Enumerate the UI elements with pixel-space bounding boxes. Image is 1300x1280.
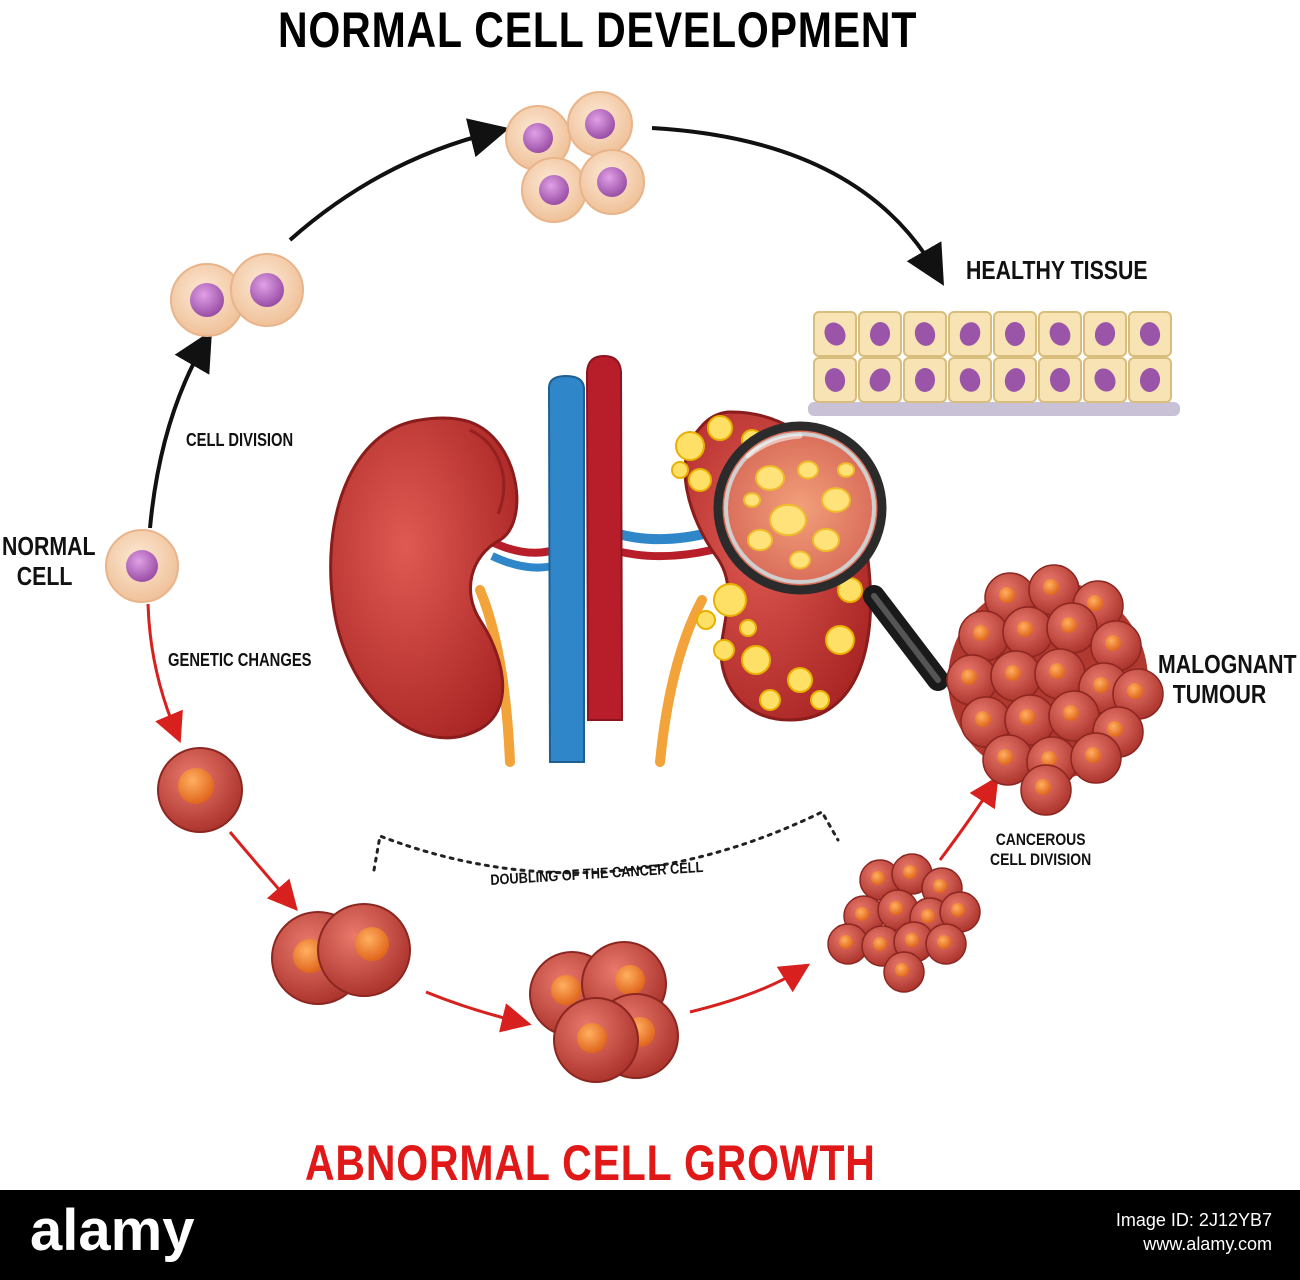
healthy-tissue: [808, 311, 1180, 416]
tumour-cell: [960, 696, 1012, 748]
label-cancerous-line2: CELL DIVISION: [990, 849, 1092, 869]
four-cancer-cells: [529, 941, 679, 1083]
cancer-cell-cluster: [827, 853, 981, 993]
two-divided-cells: [170, 253, 304, 337]
four-divided-cells: [505, 91, 645, 223]
arrow-cluster-to-tumour: [938, 775, 999, 861]
doubling-bracket: [372, 810, 840, 875]
mutated-cell: [157, 747, 243, 833]
tissue-cell: [813, 357, 857, 403]
tissue-cell: [948, 357, 992, 403]
tumour-cell: [958, 610, 1010, 662]
tumour-cell: [1112, 668, 1164, 720]
arrow-mutated-to-two: [228, 831, 298, 912]
watermark-footer: [0, 1190, 1300, 1280]
cluster-cell: [827, 923, 869, 965]
normal-development-arrows: [148, 118, 944, 529]
site-url: www.alamy.com: [1143, 1234, 1272, 1255]
tumour-cell: [1070, 732, 1122, 784]
tissue-cell: [858, 311, 902, 357]
tissue-cell: [993, 357, 1037, 403]
label-genetic-changes: GENETIC CHANGES: [168, 650, 312, 670]
label-normal-cell: NORMAL CELL: [2, 531, 96, 592]
cluster-cell: [877, 889, 919, 931]
title-normal-cell-development: NORMAL CELL DEVELOPMENT: [278, 2, 918, 58]
arrow-two-to-four-cells: [288, 118, 510, 242]
arrow-four-to-cluster: [689, 963, 811, 1014]
label-malignant-tumour: MALOGNANT TUMOUR: [1158, 649, 1297, 710]
tissue-cell: [1128, 311, 1172, 357]
tissue-cell: [1128, 357, 1172, 403]
tumour-cell: [1004, 694, 1056, 746]
tissue-cell: [813, 311, 857, 357]
right-ureter: [655, 595, 707, 767]
tissue-cell: [1038, 357, 1082, 403]
tissue-cell: [1083, 357, 1127, 403]
two-cancer-cells: [271, 903, 411, 1005]
image-id: Image ID: 2J12YB7: [1115, 1210, 1272, 1230]
magnifying-glass-icon: [713, 421, 949, 691]
healthy-kidney: [329, 416, 519, 740]
label-normal-cell-line2: CELL: [16, 560, 73, 591]
tissue-cell: [993, 311, 1037, 357]
cluster-cell: [883, 951, 925, 993]
arrow-normal-to-mutated: [146, 603, 183, 744]
vena-cava: [547, 374, 585, 763]
tissue-cell: [903, 357, 947, 403]
label-healthy-tissue: HEALTHY TISSUE: [966, 255, 1148, 285]
tumour-cell: [1046, 602, 1098, 654]
tumour-cell: [1002, 606, 1054, 658]
arrow-four-cells-to-tissue: [651, 126, 944, 286]
label-malignant-line1: MALOGNANT: [1158, 649, 1297, 679]
tumour-spots: [671, 415, 871, 711]
cell-development-illustration: [105, 91, 1180, 1083]
tumour-cell: [1020, 764, 1072, 816]
label-malignant-line2: TUMOUR: [1172, 678, 1267, 709]
tissue-cell: [948, 311, 992, 357]
tissue-cell: [903, 311, 947, 357]
cluster-cell: [859, 859, 901, 901]
abnormal-growth-arrows: [146, 603, 999, 1033]
tissue-cell: [858, 357, 902, 403]
cluster-cell: [939, 891, 981, 933]
tissue-cell: [1083, 311, 1127, 357]
label-normal-cell-line1: NORMAL: [2, 531, 96, 561]
tumour-cell: [1034, 648, 1086, 700]
normal-cell: [105, 529, 179, 603]
label-cancerous-line1: CANCEROUS: [995, 830, 1086, 849]
tumour-cell: [990, 650, 1042, 702]
label-cell-division: CELL DIVISION: [186, 430, 294, 450]
arrow-normal-to-two-cells: [148, 330, 213, 529]
label-cancerous-cell-division: CANCEROUS CELL DIVISION: [990, 830, 1091, 869]
cluster-cell: [925, 923, 967, 965]
malignant-tumour: [946, 564, 1164, 816]
image-info: Image ID: 2J12YB7 www.alamy.com: [1116, 1208, 1272, 1257]
aorta: [585, 354, 624, 721]
tissue-cell: [1038, 311, 1082, 357]
arrow-two-to-four: [425, 990, 532, 1033]
title-abnormal-cell-growth: ABNORMAL CELL GROWTH: [305, 1135, 876, 1191]
alamy-logo: alamy: [30, 1198, 195, 1263]
